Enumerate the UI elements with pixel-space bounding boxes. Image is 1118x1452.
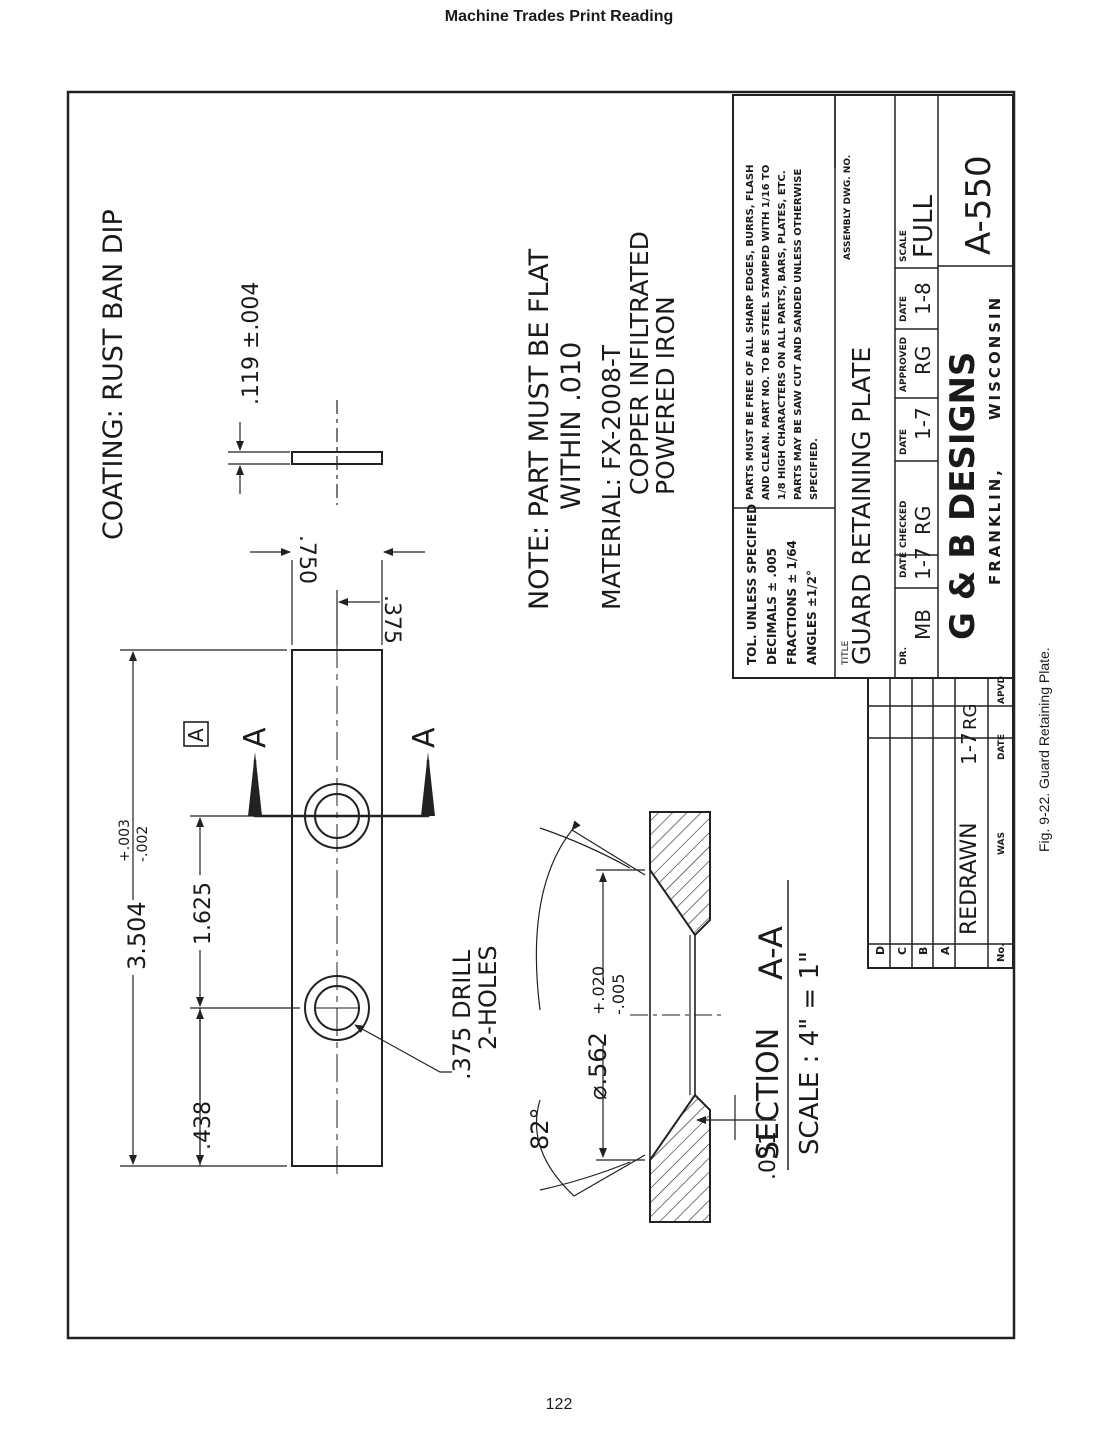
tol-fractions: FRACTIONS ± 1/64: [785, 540, 799, 665]
scale-value: FULL: [909, 195, 939, 258]
section-diameter: ⌀.562: [584, 1032, 612, 1100]
plan-view: [248, 640, 435, 1176]
section-label: A-A: [752, 926, 790, 980]
cutting-plane-arrow-left: [248, 752, 262, 816]
figure-caption: Fig. 9-22. Guard Retaining Plate.: [1036, 647, 1052, 852]
page-header: Machine Trades Print Reading: [444, 8, 674, 25]
section-angle: 82°: [526, 1107, 554, 1150]
rev-letter-a: A: [939, 946, 952, 955]
page-number: 122: [545, 1396, 573, 1413]
note-flat-1: NOTE: PART MUST BE FLAT: [524, 248, 555, 610]
rev-a-date: 1-7: [957, 732, 981, 765]
dr-date-label: DATE: [899, 552, 909, 578]
rev-was-label: WAS: [997, 832, 1007, 855]
tol-title: TOL. UNLESS SPECIFIED: [745, 504, 759, 665]
hole-count: 2-HOLES: [474, 945, 502, 1050]
material-1: MATERIAL: FX-2008-T: [597, 344, 626, 610]
section-dia-plus: +.020: [589, 966, 608, 1015]
cutting-plane-arrow-right: [421, 752, 435, 816]
material-3: POWERED IRON: [651, 296, 680, 495]
rev-letter-b: B: [917, 947, 930, 955]
section-scale: SCALE : 4" = 1": [795, 951, 825, 1155]
tol-decimals: DECIMALS ± .005: [765, 548, 779, 665]
general-note-3: 1/8 HIGH CHARACTERS ON ALL PARTS, BARS, …: [777, 170, 788, 500]
dim-overall: 3.504: [123, 901, 151, 970]
general-note-1: PARTS MUST BE FREE OF ALL SHARP EDGES, B…: [745, 165, 756, 500]
rev-date-label: DATE: [997, 734, 1007, 760]
datum-box: [183, 721, 209, 747]
assembly-label: ASSEMBLY DWG. NO.: [843, 155, 853, 260]
dr-date: 1-7: [911, 547, 935, 580]
edge-view: [228, 400, 383, 505]
drawing-number: A-550: [959, 155, 999, 255]
section-hatch-top: [649, 811, 711, 937]
scale-label: SCALE: [899, 230, 909, 262]
approved-label: APPROVED: [899, 337, 909, 392]
checked-date-label: DATE: [899, 429, 909, 455]
checked-date: 1-7: [911, 407, 935, 440]
dim-half-width: .375: [379, 595, 404, 644]
drawing-title: GUARD RETAINING PLATE: [847, 347, 876, 665]
general-note-5: SPECIFIED.: [809, 438, 820, 500]
checked-label: CHECKED: [899, 501, 909, 548]
rev-letter-c: C: [896, 947, 909, 955]
approved-date: 1-8: [911, 282, 935, 315]
note-flat-2: WITHIN .010: [556, 342, 587, 510]
datum-label: A: [184, 728, 208, 742]
section-dia-minus: -.005: [609, 974, 628, 1015]
tol-angles: ANGLES ±1/2°: [805, 570, 819, 665]
title-block: [732, 94, 1014, 969]
rev-no-label: No.: [996, 943, 1007, 962]
coating-note: COATING: RUST BAN DIP: [98, 209, 129, 540]
rev-apvd-label: APVD: [997, 676, 1007, 704]
section-depth: .031: [756, 1131, 781, 1180]
rev-a-apvd: RG: [960, 704, 981, 730]
hole-1-outer: [304, 975, 370, 1041]
hole-callout: .375 DRILL: [448, 949, 476, 1080]
dim-width: .750: [294, 535, 319, 584]
section-mark-left: A: [238, 727, 273, 748]
company-state: WISCONSIN: [986, 295, 1004, 420]
rev-a-was: REDRAWN: [957, 822, 982, 935]
checked-initials: RG: [911, 506, 935, 535]
section-title: SECTION: [751, 1028, 786, 1160]
dim-pitch: 1.625: [191, 882, 216, 945]
dim-overall-tol-minus: -.002: [135, 826, 151, 862]
company-name: G & B DESIGNS: [943, 352, 983, 640]
dr-label: DR.: [899, 647, 909, 665]
section-mark-right: A: [407, 727, 442, 748]
cutting-plane-line: [253, 760, 430, 818]
general-note-2: AND CLEAN. PART NO. TO BE STEEL STAMPED …: [761, 165, 772, 500]
section-view: [630, 811, 725, 1223]
material-2: COPPER INFILTRATED: [625, 231, 654, 495]
section-hatch-bottom: [649, 1093, 711, 1223]
title-label: TITLE: [841, 640, 851, 666]
dim-thickness: .119 ±.004: [239, 282, 264, 405]
company-city: FRANKLIN,: [986, 467, 1004, 585]
dim-overall-tol-plus: +.003: [117, 819, 133, 862]
approved-date-label: DATE: [899, 296, 909, 322]
dr-initials: MB: [911, 609, 935, 640]
dim-edge: .438: [191, 1101, 216, 1150]
approved-initials: RG: [911, 346, 935, 375]
general-note-4: PARTS MAY BE SAW CUT AND SANDED UNLESS O…: [793, 169, 804, 500]
rev-letter-d: D: [874, 946, 887, 955]
